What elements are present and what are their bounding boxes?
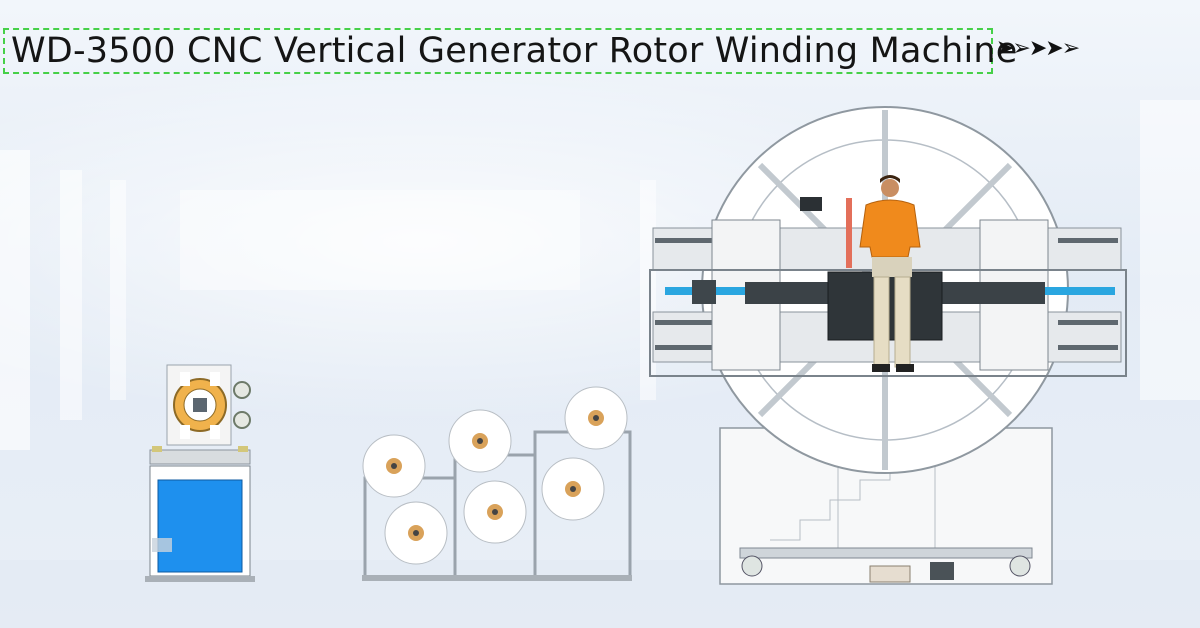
shaft-left: [665, 287, 775, 295]
vertical-winding-machine: [649, 106, 1127, 585]
control-cabinet-panel: [157, 479, 243, 573]
page-title: WD-3500 CNC Vertical Generator Rotor Win…: [11, 31, 1018, 71]
wire-spool: [362, 434, 426, 498]
shaft-right: [1045, 287, 1115, 295]
chevron-arrow-icon: ➤➢➤➤➢: [996, 36, 1080, 61]
wire-spool: [384, 501, 448, 565]
wire-spool: [564, 386, 628, 450]
wire-spool-rack: [362, 386, 632, 581]
wire-spool: [541, 457, 605, 521]
operator-figure: [859, 175, 921, 372]
rotor-fixture-station: [145, 364, 255, 582]
wire-spool: [448, 409, 512, 473]
wire-spool: [463, 480, 527, 544]
title-frame: WD-3500 CNC Vertical Generator Rotor Win…: [3, 28, 1017, 74]
